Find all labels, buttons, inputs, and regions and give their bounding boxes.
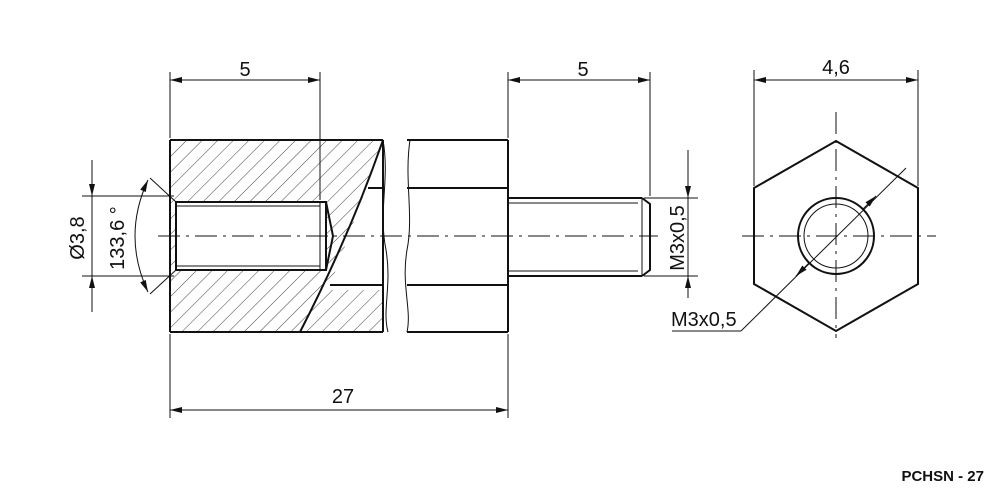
break-lines [382, 139, 411, 333]
hex-outline [753, 139, 919, 333]
dim-text-overall-length: 27 [332, 386, 354, 408]
dim-overall-length: 27 [169, 334, 509, 418]
dim-text-male-thread: M3x0,5 [667, 205, 689, 271]
dim-text-hex-across-flats: 4,6 [822, 57, 850, 79]
dim-text-female-thread: M3x0,5 [671, 309, 737, 331]
dim-male-thread-length: 5 [507, 59, 651, 196]
dim-text-male-length: 5 [577, 59, 588, 81]
dim-text-bore-diameter: Ø3,8 [67, 216, 89, 259]
end-view: M3x0,5 [671, 112, 936, 338]
dim-text-countersink-angle: 133,6 ° [107, 206, 129, 270]
dim-countersink-angle: 133,6 ° [107, 177, 177, 295]
dim-bore-diameter: Ø3,8 [67, 160, 174, 312]
part-code-label: PCHSN - 27 [901, 468, 984, 485]
dim-female-thread-depth: 5 [169, 59, 321, 200]
dim-hex-across-flats: 4,6 [753, 57, 919, 186]
male-thread-stud [508, 197, 651, 277]
dim-male-thread: M3x0,5 [644, 150, 698, 298]
side-view [158, 139, 658, 333]
dim-text-female-depth: 5 [239, 59, 250, 81]
